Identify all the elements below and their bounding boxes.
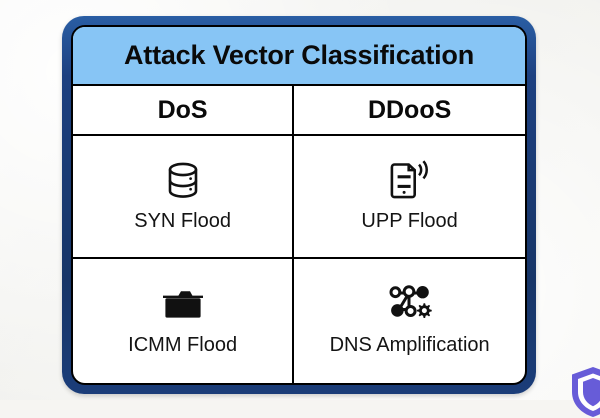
attack-vector-table: Attack Vector Classification DoS DDooS: [71, 25, 527, 385]
cell-icmm-flood: ICMM Flood: [73, 259, 295, 383]
cell-label-upp-flood: UPP Flood: [361, 209, 458, 232]
cell-syn-flood: SYN Flood: [73, 136, 295, 257]
network-gear-icon: [386, 283, 434, 325]
table-row: SYN Flood UPP Flood: [73, 136, 525, 259]
column-header-ddoos: DDooS: [294, 86, 525, 134]
page-title: Attack Vector Classification: [123, 40, 475, 70]
cell-label-syn-flood: SYN Flood: [134, 209, 231, 232]
table-header-row: DoS DDooS: [73, 86, 525, 136]
table-outer-frame: Attack Vector Classification DoS DDooS: [62, 16, 536, 394]
column-header-dos: DoS: [73, 86, 295, 134]
database-icon: [164, 159, 202, 201]
cell-label-dns-amplification: DNS Amplification: [329, 334, 490, 356]
cell-label-icmm-flood: ICMM Flood: [128, 334, 238, 356]
folder-icon: [161, 283, 205, 325]
table-title-banner: Attack Vector Classification: [73, 27, 525, 86]
column-header-dos-label: DoS: [157, 95, 208, 124]
column-header-ddoos-label: DDooS: [367, 95, 452, 124]
cell-upp-flood: UPP Flood: [294, 136, 525, 257]
table-row: ICMM Flood: [73, 259, 525, 383]
mobile-signal-icon: [388, 159, 432, 201]
cell-dns-amplification: DNS Amplification: [294, 259, 525, 383]
